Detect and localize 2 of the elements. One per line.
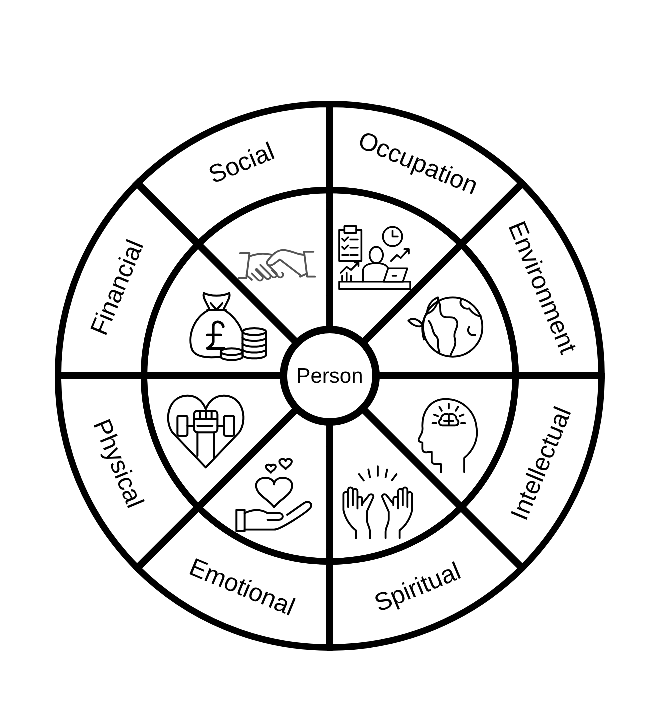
center-label: Person <box>296 366 364 386</box>
segment-label: Social <box>206 140 279 189</box>
